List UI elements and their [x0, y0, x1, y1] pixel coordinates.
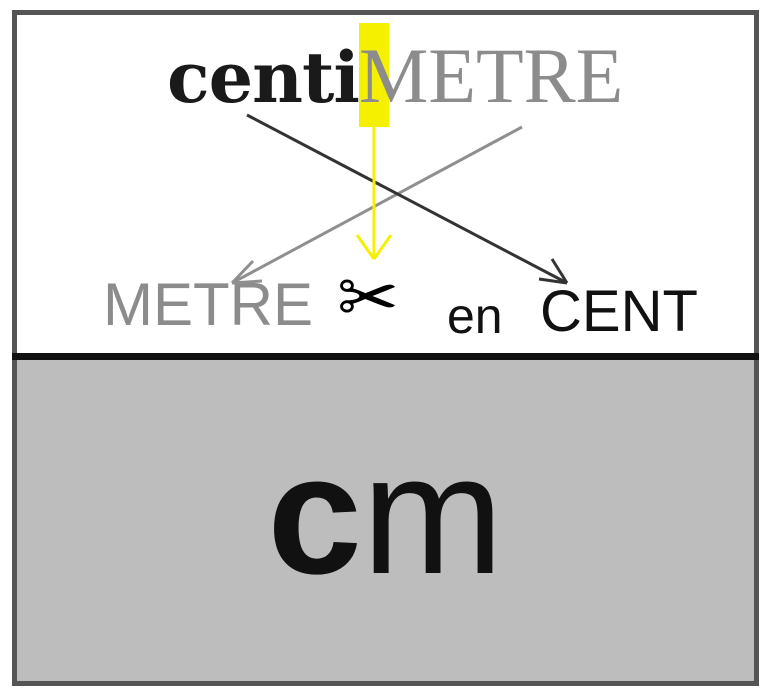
diagram-frame: centiMETRE METRE ✂ en CENT: [12, 10, 759, 686]
abbreviation-m: m: [361, 420, 504, 610]
top-panel: centiMETRE METRE ✂ en CENT: [17, 15, 754, 353]
cent-word: CENT: [540, 279, 698, 344]
letter-i-highlight: [359, 23, 389, 127]
arrows-layer: [230, 113, 569, 285]
en-word: en: [447, 288, 503, 344]
centimetre-word: centiMETRE: [167, 37, 623, 115]
metre-word: METRE: [103, 271, 313, 338]
divider: [12, 353, 759, 360]
scissors-icon: ✂: [337, 255, 400, 341]
metre-stem: METRE: [358, 32, 624, 119]
abbreviation-c: c: [267, 420, 362, 610]
abbreviation-cm: cm: [17, 430, 754, 600]
arrow-icon: [246, 113, 569, 285]
bottom-panel: cm: [17, 360, 754, 681]
arrow-icon: [355, 123, 393, 260]
arrow-icon: [230, 125, 523, 285]
centi-prefix: centi: [167, 36, 360, 119]
